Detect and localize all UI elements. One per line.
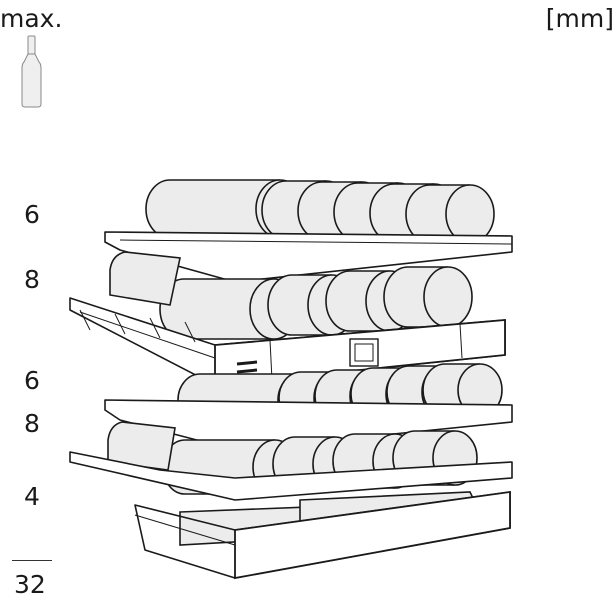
shelf-4-tray — [69, 451, 513, 501]
unit-label: [mm] — [545, 4, 614, 33]
bottle — [383, 266, 473, 328]
shelf-rail — [114, 313, 126, 335]
bottle — [422, 363, 503, 417]
shelf-4-tray-front — [69, 451, 513, 501]
bottom-drawer-front — [234, 490, 511, 580]
bottom-drawer-count: 4 — [24, 482, 40, 511]
wine-bottle-icon — [21, 35, 42, 108]
shelf-rail — [149, 317, 161, 339]
shelf-2-count: 8 — [24, 265, 40, 294]
panel-divider — [459, 323, 463, 359]
bottle-back — [109, 251, 181, 306]
shelf-rail — [79, 309, 91, 331]
bottle-end — [423, 266, 473, 328]
display-screen — [354, 343, 374, 362]
shelf-rail — [79, 311, 216, 359]
shelf-1-count: 6 — [24, 200, 40, 229]
bottle-end — [445, 184, 495, 244]
drawer-edge — [134, 514, 236, 546]
total-count: 32 — [14, 570, 46, 599]
shelf-rail — [184, 321, 196, 343]
bottle-back — [107, 421, 176, 471]
max-label: max. — [0, 4, 63, 33]
total-divider — [12, 560, 52, 561]
vent-line — [236, 368, 258, 374]
shelf-1-edge — [119, 239, 513, 245]
presentation-shelf-count: 6 — [24, 366, 40, 395]
bottle — [405, 184, 495, 244]
vent-line — [236, 360, 258, 366]
shelf-3-count: 8 — [24, 409, 40, 438]
